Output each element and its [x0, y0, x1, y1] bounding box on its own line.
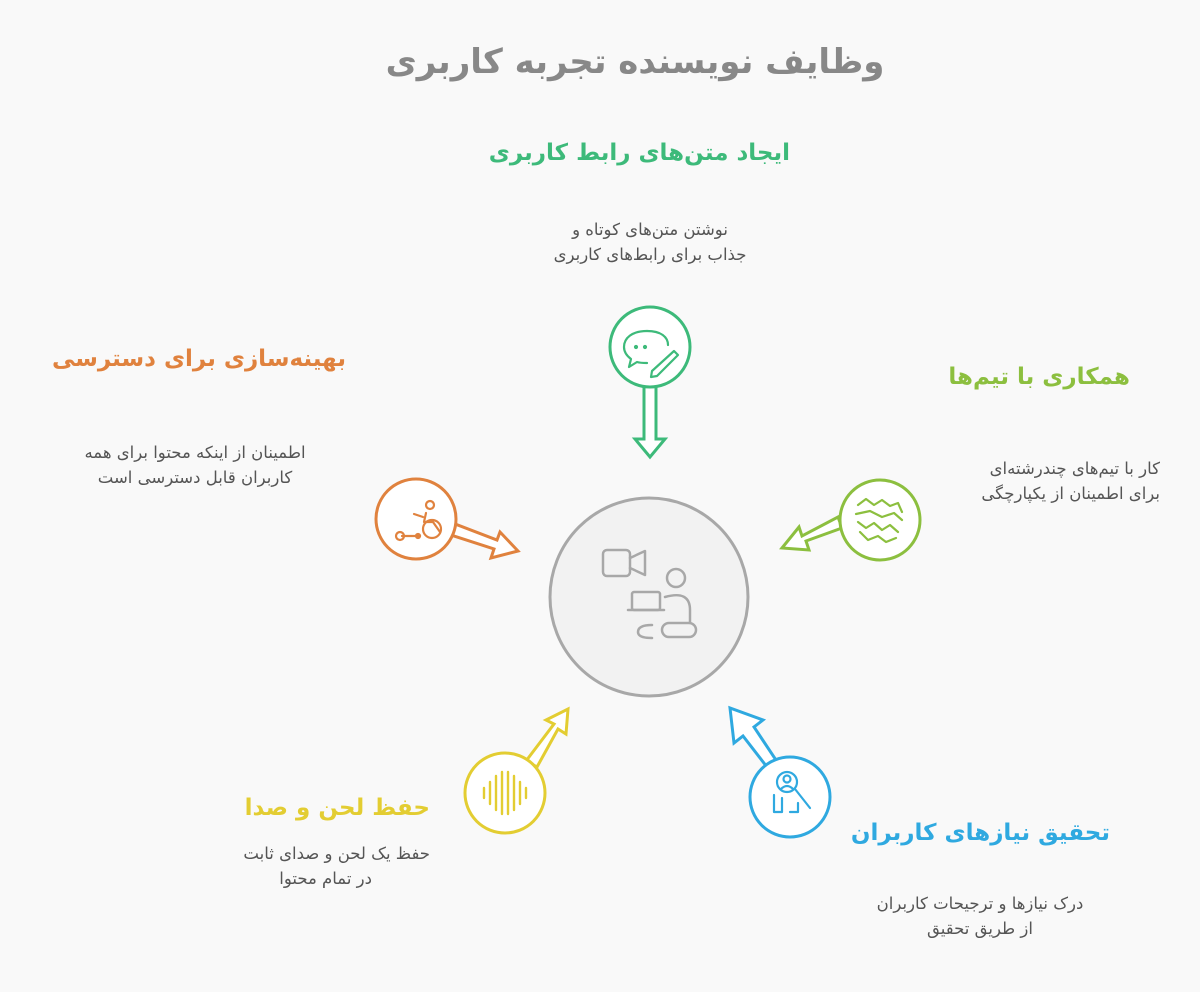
node-blue: [748, 755, 832, 839]
desc-line: برای اطمینان از یکپارچگی: [981, 484, 1160, 503]
arrow-green: [631, 383, 669, 460]
desc-line: درک نیازها و ترجیحات کاربران: [876, 894, 1084, 913]
desc-line: در تمام محتوا: [279, 869, 372, 888]
chat-pencil-icon: [622, 329, 680, 379]
item-desc-ui-text: نوشتن متن‌های کوتاه و جذاب برای رابط‌های…: [520, 217, 780, 267]
node-yellow: [463, 751, 547, 835]
item-desc-tone-voice: حفظ یک لحن و صدای ثابت در تمام محتوا: [180, 841, 430, 891]
handshake-icon: [854, 497, 904, 544]
item-title-ui-text: ایجاد متن‌های رابط کاربری: [488, 140, 790, 166]
user-search-icon: [772, 770, 812, 814]
desc-line: نوشتن متن‌های کوتاه و: [572, 220, 728, 239]
arrow-blue: [728, 705, 779, 770]
desc-line: کار با تیم‌های چندرشته‌ای: [989, 459, 1160, 478]
item-title-user-research: تحقیق نیازهای کاربران: [850, 820, 1110, 846]
item-title-accessibility: بهینه‌سازی برای دسترسی: [51, 346, 346, 372]
item-title-collaboration: همکاری با تیم‌ها: [948, 364, 1130, 390]
sound-wave-icon: [482, 770, 528, 816]
desc-line: از طریق تحقیق: [927, 919, 1033, 938]
item-desc-accessibility: اطمینان از اینکه محتوا برای همه کاربران …: [50, 440, 340, 490]
node-green: [608, 305, 692, 389]
desc-line: جذاب برای رابط‌های کاربری: [553, 245, 747, 264]
arrow-orange: [449, 522, 521, 561]
user-video-call-icon: [601, 548, 698, 640]
item-desc-collaboration: کار با تیم‌های چندرشته‌ای برای اطمینان ا…: [930, 456, 1160, 506]
item-title-tone-voice: حفظ لحن و صدا: [244, 795, 430, 821]
accessibility-wheelchair-icon: [394, 499, 443, 542]
item-desc-user-research: درک نیازها و ترجیحات کاربران از طریق تحق…: [850, 891, 1110, 941]
arrow-lime: [779, 514, 844, 552]
desc-line: حفظ یک لحن و صدای ثابت: [243, 844, 430, 863]
desc-line: اطمینان از اینکه محتوا برای همه: [84, 443, 306, 462]
arrow-yellow: [523, 706, 570, 770]
page-title: وظایف نویسنده تجربه کاربری: [385, 42, 885, 82]
node-orange: [374, 477, 458, 561]
node-lime: [838, 478, 922, 562]
center-node: [548, 496, 750, 698]
desc-line: کاربران قابل دسترسی است: [97, 468, 293, 487]
